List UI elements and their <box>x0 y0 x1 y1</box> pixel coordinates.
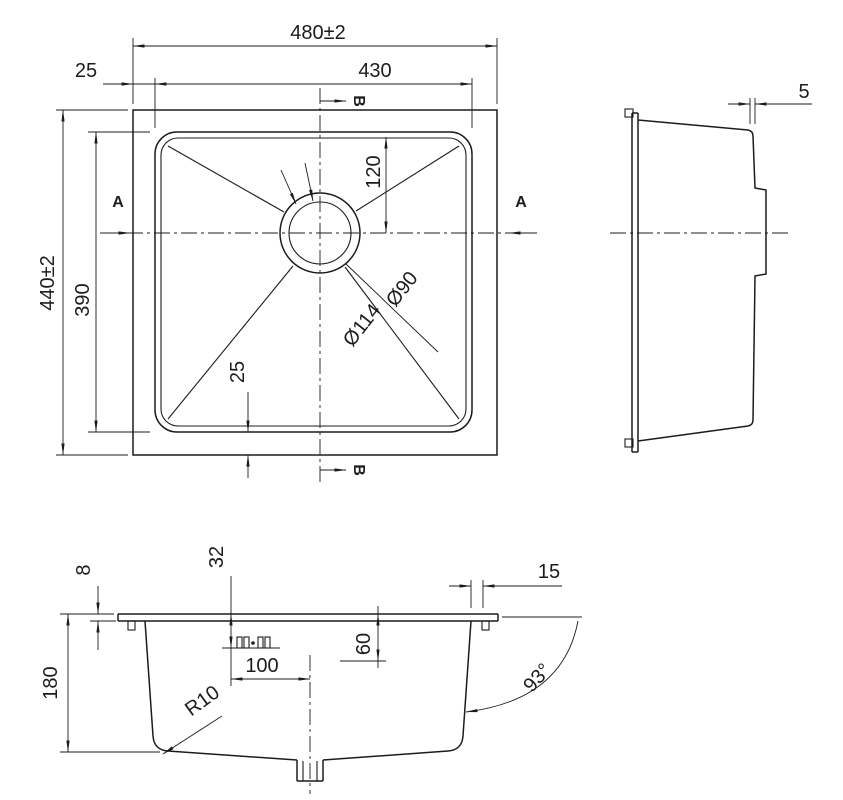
side-clip-bottom <box>624 438 634 448</box>
dim-flange: 5 <box>728 81 812 124</box>
dim-overflow-to-center-label: 100 <box>245 655 278 677</box>
dim-flange-height-label: 8 <box>73 564 95 575</box>
section-b-bottom-label: B <box>350 464 367 476</box>
dim-rim-bottom: 25 <box>227 361 250 478</box>
side-bowl-profile <box>637 119 767 442</box>
side-clip-top <box>624 108 634 118</box>
dim-bowl-height: 390 <box>72 131 150 433</box>
front-bowl-right <box>322 620 472 761</box>
section-a-right-label: A <box>515 194 527 211</box>
dim-overflow-depth-label: 32 <box>206 546 228 568</box>
dim-overflow-depth: 32 <box>206 546 280 686</box>
front-clip-right <box>481 620 490 631</box>
dim-bowl-height-label: 390 <box>72 283 94 316</box>
dim-wall-angle-label: 93° <box>519 659 556 696</box>
dim-edge: 15 <box>449 561 562 608</box>
dim-overall-width: 480±2 <box>132 22 498 104</box>
dim-total-depth: 180 <box>40 613 160 753</box>
front-drain-fitting <box>296 760 324 782</box>
dim-drain-from-top-label: 120 <box>363 155 385 188</box>
dim-rim-bottom-label: 25 <box>227 361 249 383</box>
dim-rim-left-label: 25 <box>75 60 97 82</box>
dim-wall-angle: 93° <box>465 616 582 713</box>
dim-corner-radius: R10 <box>162 681 224 755</box>
dim-drain-depth-label: 60 <box>353 633 375 655</box>
front-section-view: 180 8 32 100 60 <box>40 546 582 794</box>
dim-bowl-width-label: 430 <box>358 60 391 82</box>
dim-overall-height-label: 440±2 <box>37 255 59 310</box>
section-b-top-label: B <box>350 95 367 107</box>
plan-view: 480±2 430 25 440±2 390 120 <box>37 22 537 483</box>
dim-edge-label: 15 <box>538 561 560 583</box>
plan-corner-diagonals <box>167 145 460 420</box>
dim-flange-label: 5 <box>798 81 809 103</box>
dim-overall-height: 440±2 <box>37 109 128 456</box>
dim-flange-height: 8 <box>73 564 116 650</box>
front-clip-left <box>127 620 136 631</box>
dim-drain-from-top: 120 <box>363 136 388 234</box>
front-overflow-slots <box>236 636 271 649</box>
section-markers: A A B B <box>104 95 535 476</box>
dim-bowl-width: 430 25 <box>75 60 473 128</box>
front-bowl-left <box>144 620 298 761</box>
dim-corner-radius-label: R10 <box>181 681 224 720</box>
plan-outer-rim <box>132 109 498 456</box>
dim-overflow-to-center: 100 <box>230 655 311 681</box>
plan-bowl-inner <box>160 137 467 427</box>
dim-overall-width-label: 480±2 <box>290 22 345 44</box>
dim-total-depth-label: 180 <box>40 666 62 699</box>
plan-bowl-outer <box>154 131 473 433</box>
side-view: 5 <box>610 81 812 453</box>
drain-diameter-leaders: Ø90 Ø114 <box>280 162 439 353</box>
section-a-left-label: A <box>112 194 124 211</box>
dim-drain-depth: 60 <box>340 606 386 668</box>
dim-drain-outer-label: Ø114 <box>339 300 386 351</box>
